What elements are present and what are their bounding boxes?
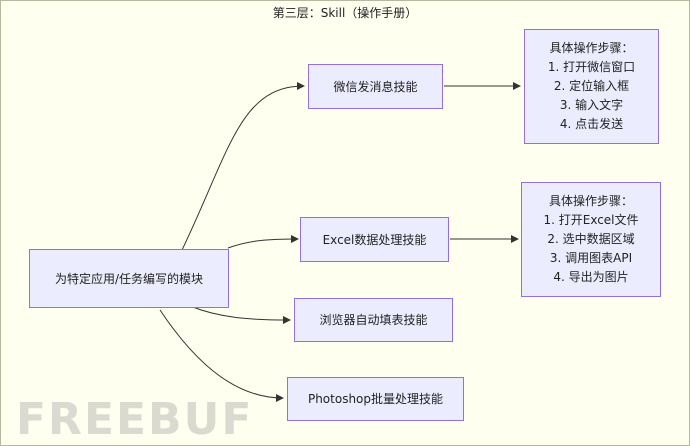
steps-node-excel: 具体操作步骤： 1. 打开Excel文件 2. 选中数据区域 3. 调用图表AP… xyxy=(521,182,661,297)
root-node-label: 为特定应用/任务编写的模块 xyxy=(54,271,204,286)
steps-heading: 具体操作步骤： xyxy=(548,194,633,208)
step-item: 1. 打开微信窗口 xyxy=(547,60,636,74)
step-item: 3. 输入文字 xyxy=(559,98,624,112)
diagram-title: 第三层：Skill（操作手册） xyxy=(272,6,418,20)
skill-node-excel: Excel数据处理技能 xyxy=(300,217,449,262)
skill-node-label: Excel数据处理技能 xyxy=(322,232,427,247)
skill-node-browser: 浏览器自动填表技能 xyxy=(294,298,453,342)
steps-heading: 具体操作步骤： xyxy=(549,41,634,55)
root-node: 为特定应用/任务编写的模块 xyxy=(29,249,229,308)
step-item: 2. 选中数据区域 xyxy=(547,232,635,246)
step-item: 1. 打开Excel文件 xyxy=(543,213,639,227)
step-item: 3. 调用图表API xyxy=(549,251,633,265)
edge-root-to-photoshop-skill xyxy=(159,309,284,402)
skill-node-photoshop: Photoshop批量处理技能 xyxy=(287,377,464,421)
watermark-logo: FREEBUF xyxy=(16,394,254,445)
step-item: 4. 导出为图片 xyxy=(553,270,629,284)
skill-node-label: 微信发消息技能 xyxy=(333,79,418,94)
skill-node-wechat: 微信发消息技能 xyxy=(308,64,443,109)
skill-node-label: 浏览器自动填表技能 xyxy=(319,313,428,327)
edge-root-to-wechat-skill xyxy=(181,82,305,251)
step-item: 4. 点击发送 xyxy=(559,117,624,131)
steps-node-wechat: 具体操作步骤： 1. 打开微信窗口 2. 定位输入框 3. 输入文字 4. 点击… xyxy=(524,29,659,144)
edge-root-to-browser-skill xyxy=(189,305,291,324)
edge-root-to-excel-skill xyxy=(227,235,299,249)
skill-node-label: Photoshop批量处理技能 xyxy=(307,392,444,406)
step-item: 2. 定位输入框 xyxy=(553,79,630,93)
